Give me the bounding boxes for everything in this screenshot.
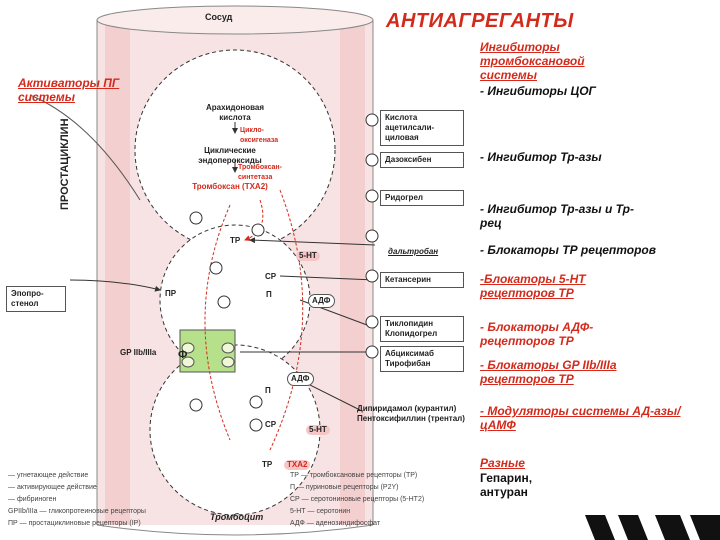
vessel-top	[96, 5, 374, 35]
thrombocyte-label: Тромбоцит	[210, 512, 264, 522]
serotonin-bubble: 5-НТ	[296, 251, 320, 261]
legend-left: — угнетающее действие — активирующее дей…	[8, 470, 146, 530]
tr-ase-tr-receptor-inhibitor: - Ингибитор Тр-азы и Тр-рец	[480, 202, 634, 230]
page-title: АНТИАГРЕГАНТЫ	[386, 10, 574, 32]
cyclooxygenase-label: Цикло-оксигеназа	[240, 127, 279, 144]
legend-item: — фибриноген	[8, 496, 57, 503]
sr-lower-label: СР	[265, 420, 277, 429]
txa2-lower-bubble: ТХА2	[284, 460, 311, 470]
drug-daltroban: дальтробан	[388, 247, 439, 256]
adase-camp-modulators: - Модуляторы системы АД-азы/цАМФ	[480, 404, 681, 432]
legend-item: 5-НТ — серотонин	[290, 508, 351, 515]
vessel-label: Сосуд	[205, 12, 233, 22]
legend-item: GPIIb/IIIa — гликопротеиновые рецепторы	[8, 508, 146, 515]
legend-item: — активирующее действие	[8, 484, 97, 491]
p-lower-label: П	[265, 386, 271, 395]
adp-receptor-blockers: - Блокаторы АДФ-рецепторов ТР	[480, 320, 594, 348]
various-title: Разные	[480, 456, 525, 470]
tp-lower-label: ТР	[262, 460, 273, 469]
drug-box-ridogrel: Ридогрел	[380, 190, 464, 206]
legend-right: ТР — тромбоксановые рецепторы (ТР) П — п…	[290, 470, 424, 530]
arachidonic-label: Арахидоновая кислота	[205, 103, 265, 122]
thromboxane-label: Тромбоксан (ТХА2)	[192, 182, 268, 191]
ht5-receptor-blockers: -Блокаторы 5-НТ рецепторов ТР	[480, 272, 586, 300]
sr-label: СР	[265, 272, 277, 281]
legend-item: ПР — простациклиновые рецепторы (IP)	[8, 520, 141, 527]
fibrinogen-symbol: Ф	[178, 349, 188, 361]
drug-box-dazoxiben: Дазоксибен	[380, 152, 464, 168]
tp-label: ТР	[230, 236, 241, 245]
gp-receptor-blockers: - Блокаторы GP IIb/IIIa рецепторов ТР	[480, 358, 617, 386]
synthase-label: Тромбоксан-синтетаза	[238, 164, 282, 181]
tr-ase-inhibitor: - Ингибитор Тр-азы	[480, 150, 602, 164]
serotonin-lower-bubble: 5-НТ	[306, 425, 330, 435]
group-thromboxane-inhibitors: Ингибиторы тромбоксановой системы	[480, 40, 585, 82]
legend-item: — угнетающее действие	[8, 472, 89, 479]
epoprostenol-box: Эпопро-стенол	[6, 286, 66, 312]
endoperoxides-label: Циклические эндопероксиды	[198, 146, 262, 165]
legend-item: П — пуриновые рецепторы (P2Y)	[290, 484, 399, 491]
pr-label: ПР	[165, 289, 177, 298]
cox-inhibitors: - Ингибиторы ЦОГ	[480, 84, 596, 98]
legend-item: АДФ — аденозиндифосфат	[290, 520, 381, 527]
various-body: Гепарин, антуран	[480, 471, 533, 499]
drug-box-abciximab: Абциксимаб Тирофибан	[380, 346, 464, 372]
p-label: П	[266, 290, 272, 299]
legend-item: ТР — тромбоксановые рецепторы (ТР)	[290, 472, 418, 479]
gp-label: GP IIb/IIIa	[120, 348, 157, 357]
adp-bubble: АДФ	[308, 294, 335, 308]
prostacyclin-label: ПРОСТАЦИКЛИН	[59, 118, 71, 210]
drug-box-ticlopidine: Тиклопидин Клопидогрел	[380, 316, 464, 342]
drug-box-aspirin: Кислота ацетилсали-циловая	[380, 110, 464, 146]
legend-item: СР — серотониновые рецепторы (5-НТ2)	[290, 496, 425, 503]
adp-lower-bubble: АДФ	[287, 372, 314, 386]
activators-label: Активаторы ПГ системы	[18, 76, 120, 104]
dipyridamole-label: Дипиридамол (курантил) Пентоксифиллин (т…	[357, 404, 465, 423]
drug-box-ketanserin: Кетансерин	[380, 272, 464, 288]
tp-receptor-blockers: - Блокаторы ТР рецепторов	[480, 243, 656, 257]
